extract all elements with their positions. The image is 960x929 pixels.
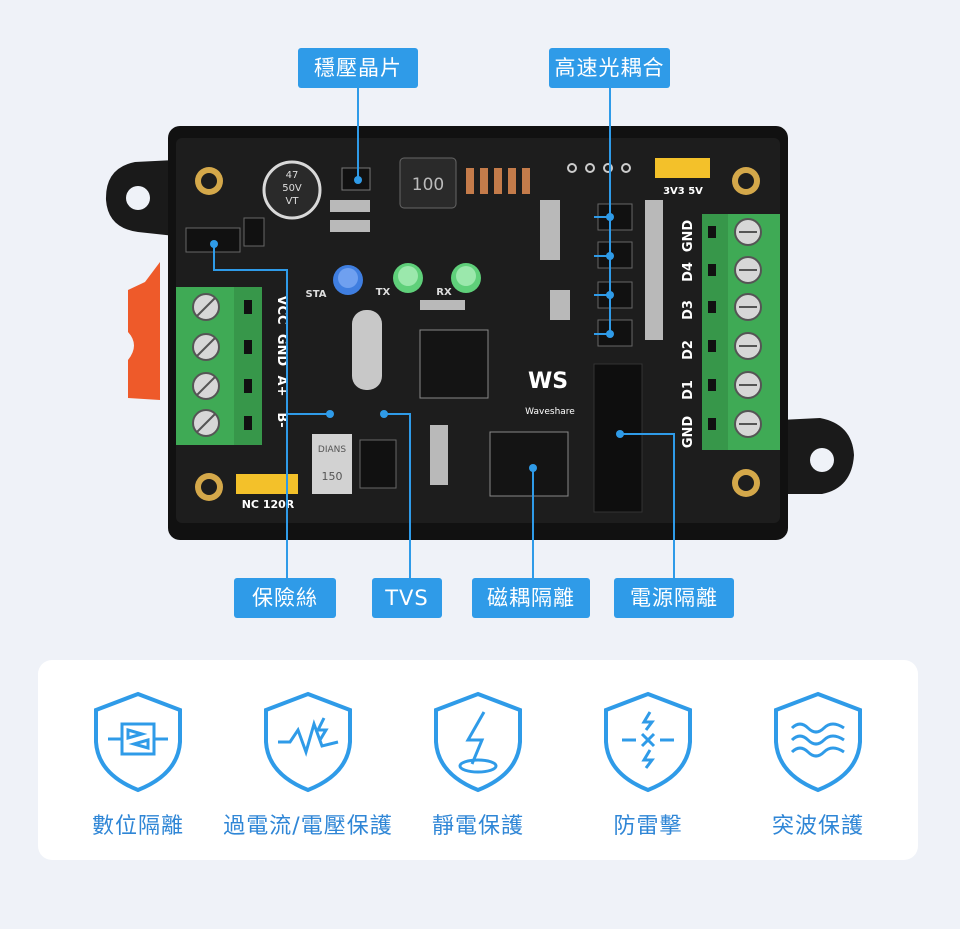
right-terminal-d3: D3 [681, 300, 696, 320]
feature-label-surge: 突波保護 [771, 814, 864, 839]
fuse-text-2: 150 [322, 470, 343, 483]
callout-magnetic-isolation: 磁耦隔離 [472, 578, 590, 618]
capacitor-text-2: 50V [282, 183, 302, 194]
feature-label-overcurrent: 過電流/電壓保護 [223, 814, 393, 839]
feature-lightning: 防雷擊 [563, 690, 733, 840]
jumper-top-label: 3V3 5V [663, 186, 703, 197]
right-terminal-d1: D1 [681, 380, 696, 400]
digital-isolation-icon [94, 691, 182, 793]
jumper-bottom-label: NC 120R [242, 498, 295, 511]
overcurrent-icon [264, 691, 352, 793]
right-terminal-d4: D4 [681, 262, 696, 282]
right-terminal-gnd-top: GND [681, 220, 696, 253]
right-terminal-gnd-bottom: GND [681, 416, 696, 449]
feature-label-lightning: 防雷擊 [613, 814, 683, 839]
led-label-sta: STA [306, 289, 327, 300]
product-board-image: 47 50V VT 100 3V3 5V STA TX RX WS Wavesh… [105, 88, 854, 578]
feature-surge: 突波保護 [733, 690, 903, 840]
led-label-rx: RX [436, 287, 452, 298]
callout-optocoupler: 高速光耦合 [549, 48, 670, 88]
left-terminal-b: B- [274, 412, 289, 427]
inductor-text: 100 [412, 175, 444, 195]
feature-digital-isolation: 數位隔離 [53, 690, 223, 840]
lightning-icon [604, 691, 692, 793]
features-panel: 數位隔離 過電流/電壓保護 靜電保護 防雷擊 [38, 660, 918, 860]
callout-fuse: 保險絲 [234, 578, 336, 618]
capacitor-text-3: VT [286, 196, 300, 207]
fuse-text-1: DIANS [318, 445, 346, 455]
svg-text:WS: WS [528, 369, 568, 394]
led-label-tx: TX [376, 287, 391, 298]
capacitor-text-1: 47 [286, 170, 299, 181]
left-terminal-a: A+ [274, 376, 289, 397]
esd-icon [434, 691, 522, 793]
callout-tvs: TVS [372, 578, 442, 618]
feature-overcurrent: 過電流/電壓保護 [223, 690, 393, 840]
left-terminal-gnd: GND [274, 334, 289, 367]
feature-esd: 靜電保護 [393, 690, 563, 840]
left-terminal-vcc: VCC [274, 295, 289, 324]
feature-label-digital-isolation: 數位隔離 [91, 814, 184, 839]
callout-power-isolation: 電源隔離 [614, 578, 734, 618]
surge-icon [774, 691, 862, 793]
callout-regulator: 穩壓晶片 [298, 48, 418, 88]
feature-label-esd: 靜電保護 [431, 814, 524, 839]
right-terminal-d2: D2 [681, 340, 696, 360]
brand-label: Waveshare [525, 407, 575, 417]
